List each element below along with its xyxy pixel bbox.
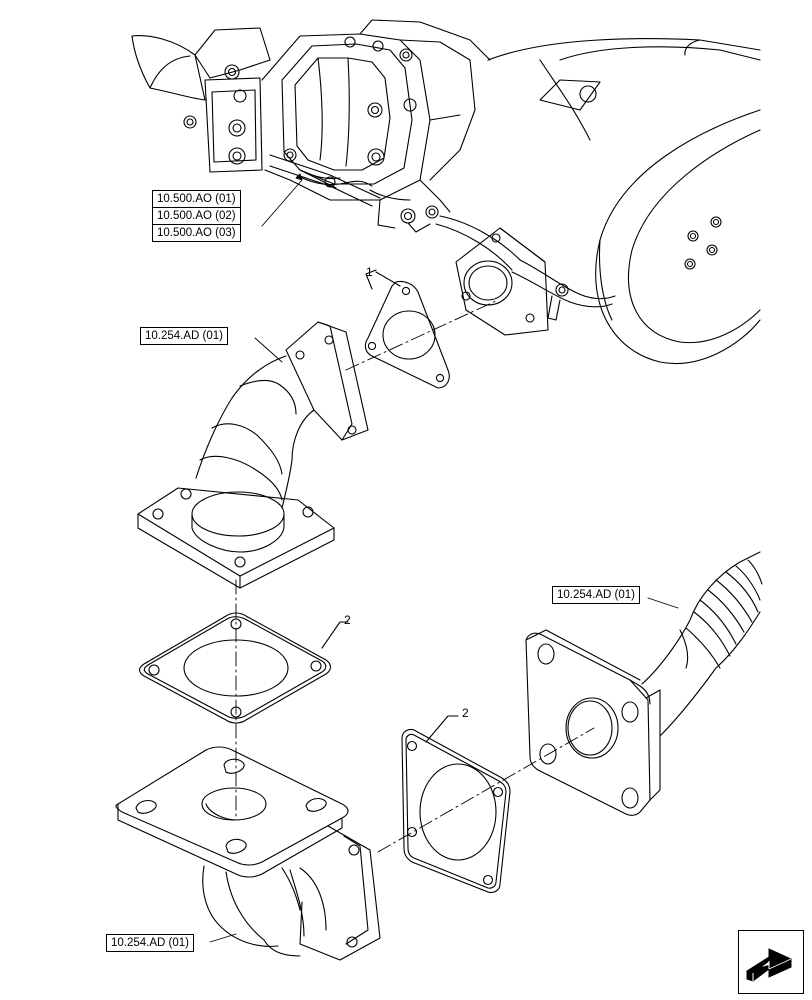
lower-elbow-drawing	[115, 746, 381, 961]
callout-square-gasket-lower: 2	[462, 706, 469, 720]
engine-bracket-drawing	[131, 19, 521, 271]
triangular-gasket-drawing	[364, 269, 450, 389]
next-page-button[interactable]	[738, 930, 804, 994]
callout-square-gasket-upper: 2	[344, 613, 351, 627]
ref-label-engine-bracket-2[interactable]: 10.500.AO (02)	[152, 207, 241, 225]
next-page-arrow-icon	[745, 948, 793, 982]
leader-lines	[209, 173, 679, 943]
ref-label-engine-bracket-3[interactable]: 10.500.AO (03)	[152, 224, 241, 242]
ref-label-engine-bracket-1[interactable]: 10.500.AO (01)	[152, 190, 241, 208]
ref-label-exhaust-pipe[interactable]: 10.254.AD (01)	[552, 586, 640, 604]
callout-triangular-gasket: 1	[366, 265, 373, 279]
center-lines	[235, 299, 595, 853]
ref-label-lower-elbow[interactable]: 10.254.AD (01)	[106, 934, 194, 952]
square-gasket-upper-drawing	[138, 612, 349, 724]
ref-label-upper-elbow[interactable]: 10.254.AD (01)	[140, 327, 228, 345]
muffler-canister-drawing	[455, 38, 761, 364]
exhaust-pipe-drawing	[525, 551, 763, 816]
square-gasket-lower-drawing	[401, 715, 511, 894]
upper-elbow-drawing	[137, 321, 369, 589]
